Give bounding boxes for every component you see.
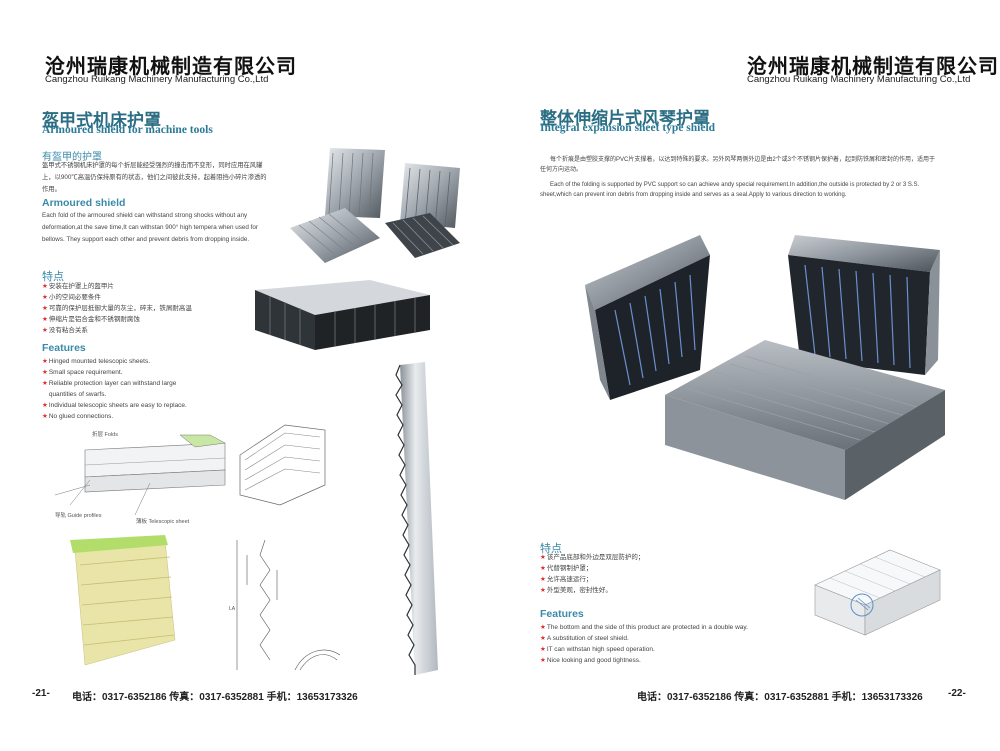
features-list-en: ★The bottom and the side of this product… — [540, 622, 748, 666]
left-page: 沧州瑞康机械制造有限公司 Cangzhou Ruikang Machinery … — [32, 54, 460, 703]
page-title-en: Armoured shield for machine tools — [42, 124, 213, 136]
brand-name-en: Cangzhou Ruikang Machinery Manufacturing… — [747, 74, 971, 85]
list-item: ★quantities of swarfs. — [48, 391, 107, 398]
shield-photo-2 — [400, 163, 460, 228]
armoured-shield-photos — [290, 148, 460, 263]
intro-text-en: Each of the folding is supported by PVC … — [540, 182, 920, 198]
list-item: ★Hinged mounted telescopic sheets. — [42, 358, 151, 365]
list-item: ★外型美观，密封性好。 — [540, 587, 612, 594]
list-item: ★The bottom and the side of this product… — [540, 624, 748, 631]
right-footer-contact: 电话：0317-6352186 传真：0317-6352881 手机：13653… — [637, 692, 923, 703]
features-heading-en: Features — [540, 608, 584, 620]
list-item: ★No glued connections. — [42, 413, 114, 420]
brand-name-cn: 沧州瑞康机械制造有限公司 — [45, 54, 297, 78]
brand-name-en: Cangzhou Ruikang Machinery Manufacturing… — [45, 74, 269, 85]
list-item: ★代替钢制护罩； — [540, 565, 593, 572]
green-shield-photo — [70, 535, 176, 666]
features-list-en: ★Hinged mounted telescopic sheets. ★Smal… — [42, 356, 187, 422]
features-list-cn: ★安装在护罩上的盔甲片 ★小的空间必要条件 ★可靠的保护层抵御大量的灰尘，碎末，… — [42, 281, 192, 336]
diagram-label-sheet: 薄板 Telescopic sheet — [136, 519, 190, 525]
shield-photo-3 — [290, 208, 380, 263]
shield-right — [788, 235, 940, 375]
section-text-cn: 盔甲式不锈钢机床护罩的每个折层能经受强烈的撞击而不变形，同时应用在风罐上，以90… — [42, 162, 267, 193]
section-heading-en: Armoured shield — [42, 197, 126, 209]
list-item: ★Small space requirement. — [42, 369, 123, 376]
page-title-en: Integral expansion sheet type shield — [540, 122, 716, 134]
right-page-number: -22- — [948, 688, 966, 699]
shield-center — [665, 340, 945, 500]
page-title-cn: 整体伸缩片式风琴护罩 — [540, 109, 710, 129]
long-shield-photo — [395, 362, 438, 675]
list-item: ★A substitution of steel shield. — [540, 635, 629, 642]
intro-text-cn: 每个折痕是由塑胶支撑的PVC片支撑着，以达到特殊的要求。另外风琴两侧外边是由2个… — [540, 157, 936, 173]
diagram-label-guide: 导轨 Guide profiles — [55, 513, 102, 519]
shield-profile-sketch — [239, 424, 326, 506]
svg-text:LA: LA — [229, 606, 236, 612]
list-item: ★Reliable protection layer can withstand… — [42, 380, 177, 387]
list-item: ★小的空间必要条件 — [42, 294, 101, 301]
left-footer-contact: 电话：0317-6352186 传真：0317-6352881 手机：13653… — [72, 692, 358, 703]
list-item: ★伸缩片是铝合金和不锈钢耐腐蚀 — [42, 316, 140, 323]
features-list-cn: ★该产品底部和外边是双层防护的； ★代替钢制护罩； ★允许高速运行； ★外型美观… — [540, 552, 644, 596]
black-armoured-shield-photo — [255, 280, 430, 350]
list-item: ★安装在护罩上的盔甲片 — [42, 283, 114, 290]
features-heading-cn: 特点 — [42, 270, 64, 283]
shield-sketch — [814, 549, 941, 636]
brand-name-cn: 沧州瑞康机械制造有限公司 — [747, 54, 999, 78]
list-item: ★没有粘合关系 — [42, 327, 88, 334]
shield-left — [585, 235, 710, 400]
list-item: ★允许高速运行； — [540, 576, 593, 583]
features-heading-cn: 特点 — [540, 542, 562, 555]
shield-photo-4 — [385, 213, 460, 258]
list-item: ★Nice looking and good tightness. — [540, 657, 641, 664]
right-page: 沧州瑞康机械制造有限公司 Cangzhou Ruikang Machinery … — [500, 0, 1000, 751]
features-heading-en: Features — [42, 342, 86, 354]
page-title-cn: 盔甲式机床护罩 — [42, 111, 161, 131]
folds-diagram — [54, 434, 226, 516]
list-item: ★IT can withstan high speed operation. — [540, 646, 655, 653]
shield-photo-1 — [325, 148, 385, 218]
list-item: ★可靠的保护层抵御大量的灰尘，碎末，铁屑耐高温 — [42, 305, 192, 312]
section-heading-cn: 有盔甲的护罩 — [42, 152, 102, 163]
diagram-label-folds: 折层 Folds — [92, 432, 118, 438]
list-item: ★Individual telescopic sheets are easy t… — [42, 402, 187, 409]
left-page-number: -21- — [32, 688, 50, 699]
list-item: ★该产品底部和外边是双层防护的； — [540, 554, 645, 561]
dimension-drawing: LA — [229, 539, 341, 671]
section-text-en: Each fold of the armoured shield can wit… — [42, 212, 259, 243]
organ-shield-photo — [585, 235, 945, 500]
